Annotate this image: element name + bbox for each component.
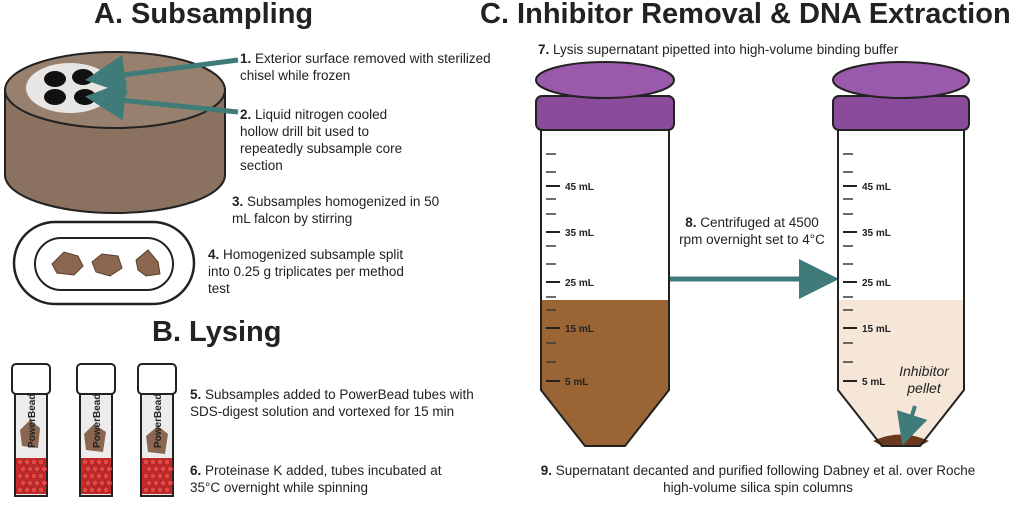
bead (145, 465, 153, 473)
core-hole (72, 69, 94, 85)
section-c-title: C. Inhibitor Removal & DNA Extraction (480, 0, 1011, 30)
bead (142, 486, 150, 494)
bead (23, 486, 31, 494)
bead (163, 458, 171, 466)
arrow-pellet (896, 405, 928, 446)
step-4: 4. Homogenized subsample split into 0.25… (208, 247, 404, 296)
bead (37, 472, 45, 480)
section-b-title: B. Lysing (152, 316, 282, 348)
bead (95, 458, 103, 466)
step-8: 8. Centrifuged at 4500 rpm overnight set… (679, 215, 825, 247)
bead (26, 479, 34, 487)
bead (84, 479, 92, 487)
bead (163, 486, 171, 494)
bead (152, 465, 160, 473)
weigh-dish (12, 220, 196, 306)
bead (33, 465, 41, 473)
arrow-step2 (85, 80, 239, 121)
bead (33, 479, 41, 487)
core-hole (44, 71, 66, 87)
step-1: 1. Exterior surface removed with sterili… (240, 51, 491, 83)
bead (156, 458, 164, 466)
bead (23, 458, 31, 466)
bead (98, 465, 106, 473)
bead (159, 465, 167, 473)
bead (37, 458, 45, 466)
tick-45-left: 45 mL (565, 182, 594, 193)
bead (156, 486, 164, 494)
bead (23, 472, 31, 480)
bead (156, 472, 164, 480)
bead (145, 479, 153, 487)
bead (166, 465, 174, 473)
bead (30, 458, 38, 466)
bead (30, 472, 38, 480)
bead (81, 472, 89, 480)
tick-25-left: 25 mL (565, 278, 594, 289)
bead (102, 472, 110, 480)
core-hole (44, 89, 66, 105)
bead (152, 479, 160, 487)
step-3: 3. Subsamples homogenized in 50 mL falco… (232, 194, 440, 226)
tick-35-left: 35 mL (565, 228, 594, 239)
bead (19, 479, 27, 487)
bead (149, 458, 157, 466)
falcon-tube-before: 45 mL 35 mL 25 mL 15 mL 5 mL (535, 61, 675, 447)
arrow-step1 (85, 54, 239, 95)
section-a-title: A. Subsampling (94, 0, 314, 30)
bead (88, 458, 96, 466)
tick-35-right: 35 mL (862, 228, 891, 239)
bead (102, 458, 110, 466)
bead (30, 486, 38, 494)
tick-15-left: 15 mL (565, 324, 594, 335)
falcon-tube-after: 45 mL 35 mL 25 mL 15 mL 5 mL (832, 61, 970, 447)
bead (26, 465, 34, 473)
bead (91, 465, 99, 473)
bead (105, 479, 113, 487)
bead (142, 458, 150, 466)
bead (40, 465, 48, 473)
bead (16, 486, 24, 494)
bead (84, 465, 92, 473)
tube-label-1: PowerBead (27, 394, 38, 448)
step-9: 9. Supernatant decanted and purified fol… (540, 463, 976, 495)
bead (81, 458, 89, 466)
tube-label-3: PowerBead (153, 394, 164, 448)
tick-5-left: 5 mL (565, 377, 588, 388)
tube-label-2: PowerBead (92, 394, 103, 448)
bead (81, 486, 89, 494)
step-5: 5. Subsamples added to PowerBead tubes w… (190, 387, 474, 419)
bead (163, 472, 171, 480)
bead (98, 479, 106, 487)
tick-15-right: 15 mL (862, 324, 891, 335)
bead (37, 486, 45, 494)
bead (166, 479, 174, 487)
bead (88, 486, 96, 494)
bead (105, 465, 113, 473)
bead (149, 472, 157, 480)
bead (95, 472, 103, 480)
bead (16, 458, 24, 466)
tick-25-right: 25 mL (862, 278, 891, 289)
core-hole (74, 89, 96, 105)
bead (149, 486, 157, 494)
bead (159, 479, 167, 487)
bead (19, 465, 27, 473)
bead (88, 472, 96, 480)
inhibitor-pellet-label: Inhibitor pellet (899, 363, 949, 396)
tick-45-right: 45 mL (862, 182, 891, 193)
bead (95, 486, 103, 494)
bead (91, 479, 99, 487)
bead (142, 472, 150, 480)
step-7: 7. Lysis supernatant pipetted into high-… (538, 42, 899, 57)
bead (16, 472, 24, 480)
step-6: 6. Proteinase K added, tubes incubated a… (190, 463, 442, 495)
step-2: 2. Liquid nitrogen cooled hollow drill b… (240, 107, 403, 173)
bead (102, 486, 110, 494)
tick-5-right: 5 mL (862, 377, 885, 388)
bead (40, 479, 48, 487)
